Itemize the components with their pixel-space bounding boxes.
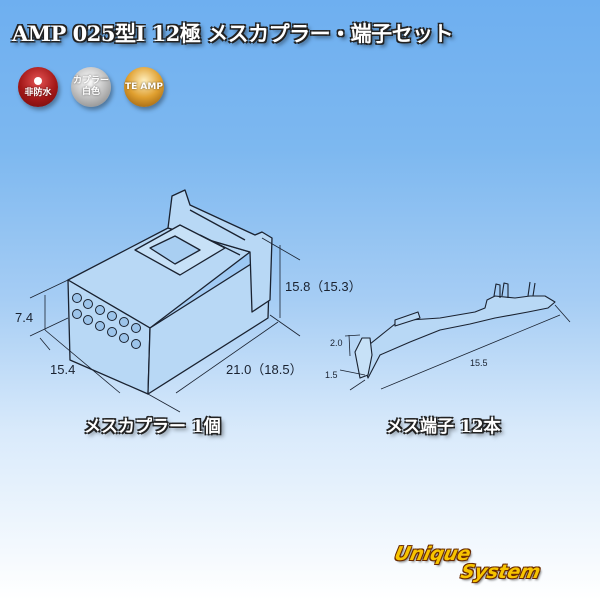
unique-system-logo: Unique System <box>389 543 546 583</box>
coupler-dimension-lines <box>29 237 301 413</box>
terminal-width-dimension: 1.5 <box>325 370 338 380</box>
non-waterproof-badge: 非防水 <box>18 67 58 107</box>
terminal-caption: メス端子 12本 <box>386 417 501 437</box>
badge-label-line2: 白色 <box>81 87 100 97</box>
coupler-width-dimension: 15.4 <box>50 362 75 377</box>
coupler-color-badge: カプラー 白色 <box>71 67 111 107</box>
badge-label: 非防水 <box>24 87 52 98</box>
badge-label-line1: カプラー <box>72 76 109 86</box>
terminal-illustration <box>354 281 556 379</box>
coupler-caption: メスカプラー 1個 <box>84 417 221 437</box>
coupler-illustration <box>67 189 273 395</box>
coupler-cavities <box>72 293 141 349</box>
brand-badge: TE AMP <box>124 67 164 107</box>
page-title: AMP 025型I 12極 メスカプラー・端子セット <box>12 21 454 46</box>
badge-label: TE AMP <box>125 81 163 92</box>
logo-line1: Unique <box>392 543 473 565</box>
coupler-height-dimension: 15.8（15.3） <box>285 279 362 294</box>
coupler-front-height-dimension: 7.4 <box>15 310 33 325</box>
terminal-height-dimension: 2.0 <box>330 338 343 348</box>
coupler-length-dimension: 21.0（18.5） <box>226 362 303 377</box>
terminal-length-dimension: 15.5 <box>470 358 488 368</box>
logo-line2: System <box>458 561 543 583</box>
sun-icon <box>31 76 45 88</box>
feature-badges: 非防水 カプラー 白色 TE AMP <box>18 67 164 107</box>
terminal-dimension-lines <box>339 304 571 391</box>
